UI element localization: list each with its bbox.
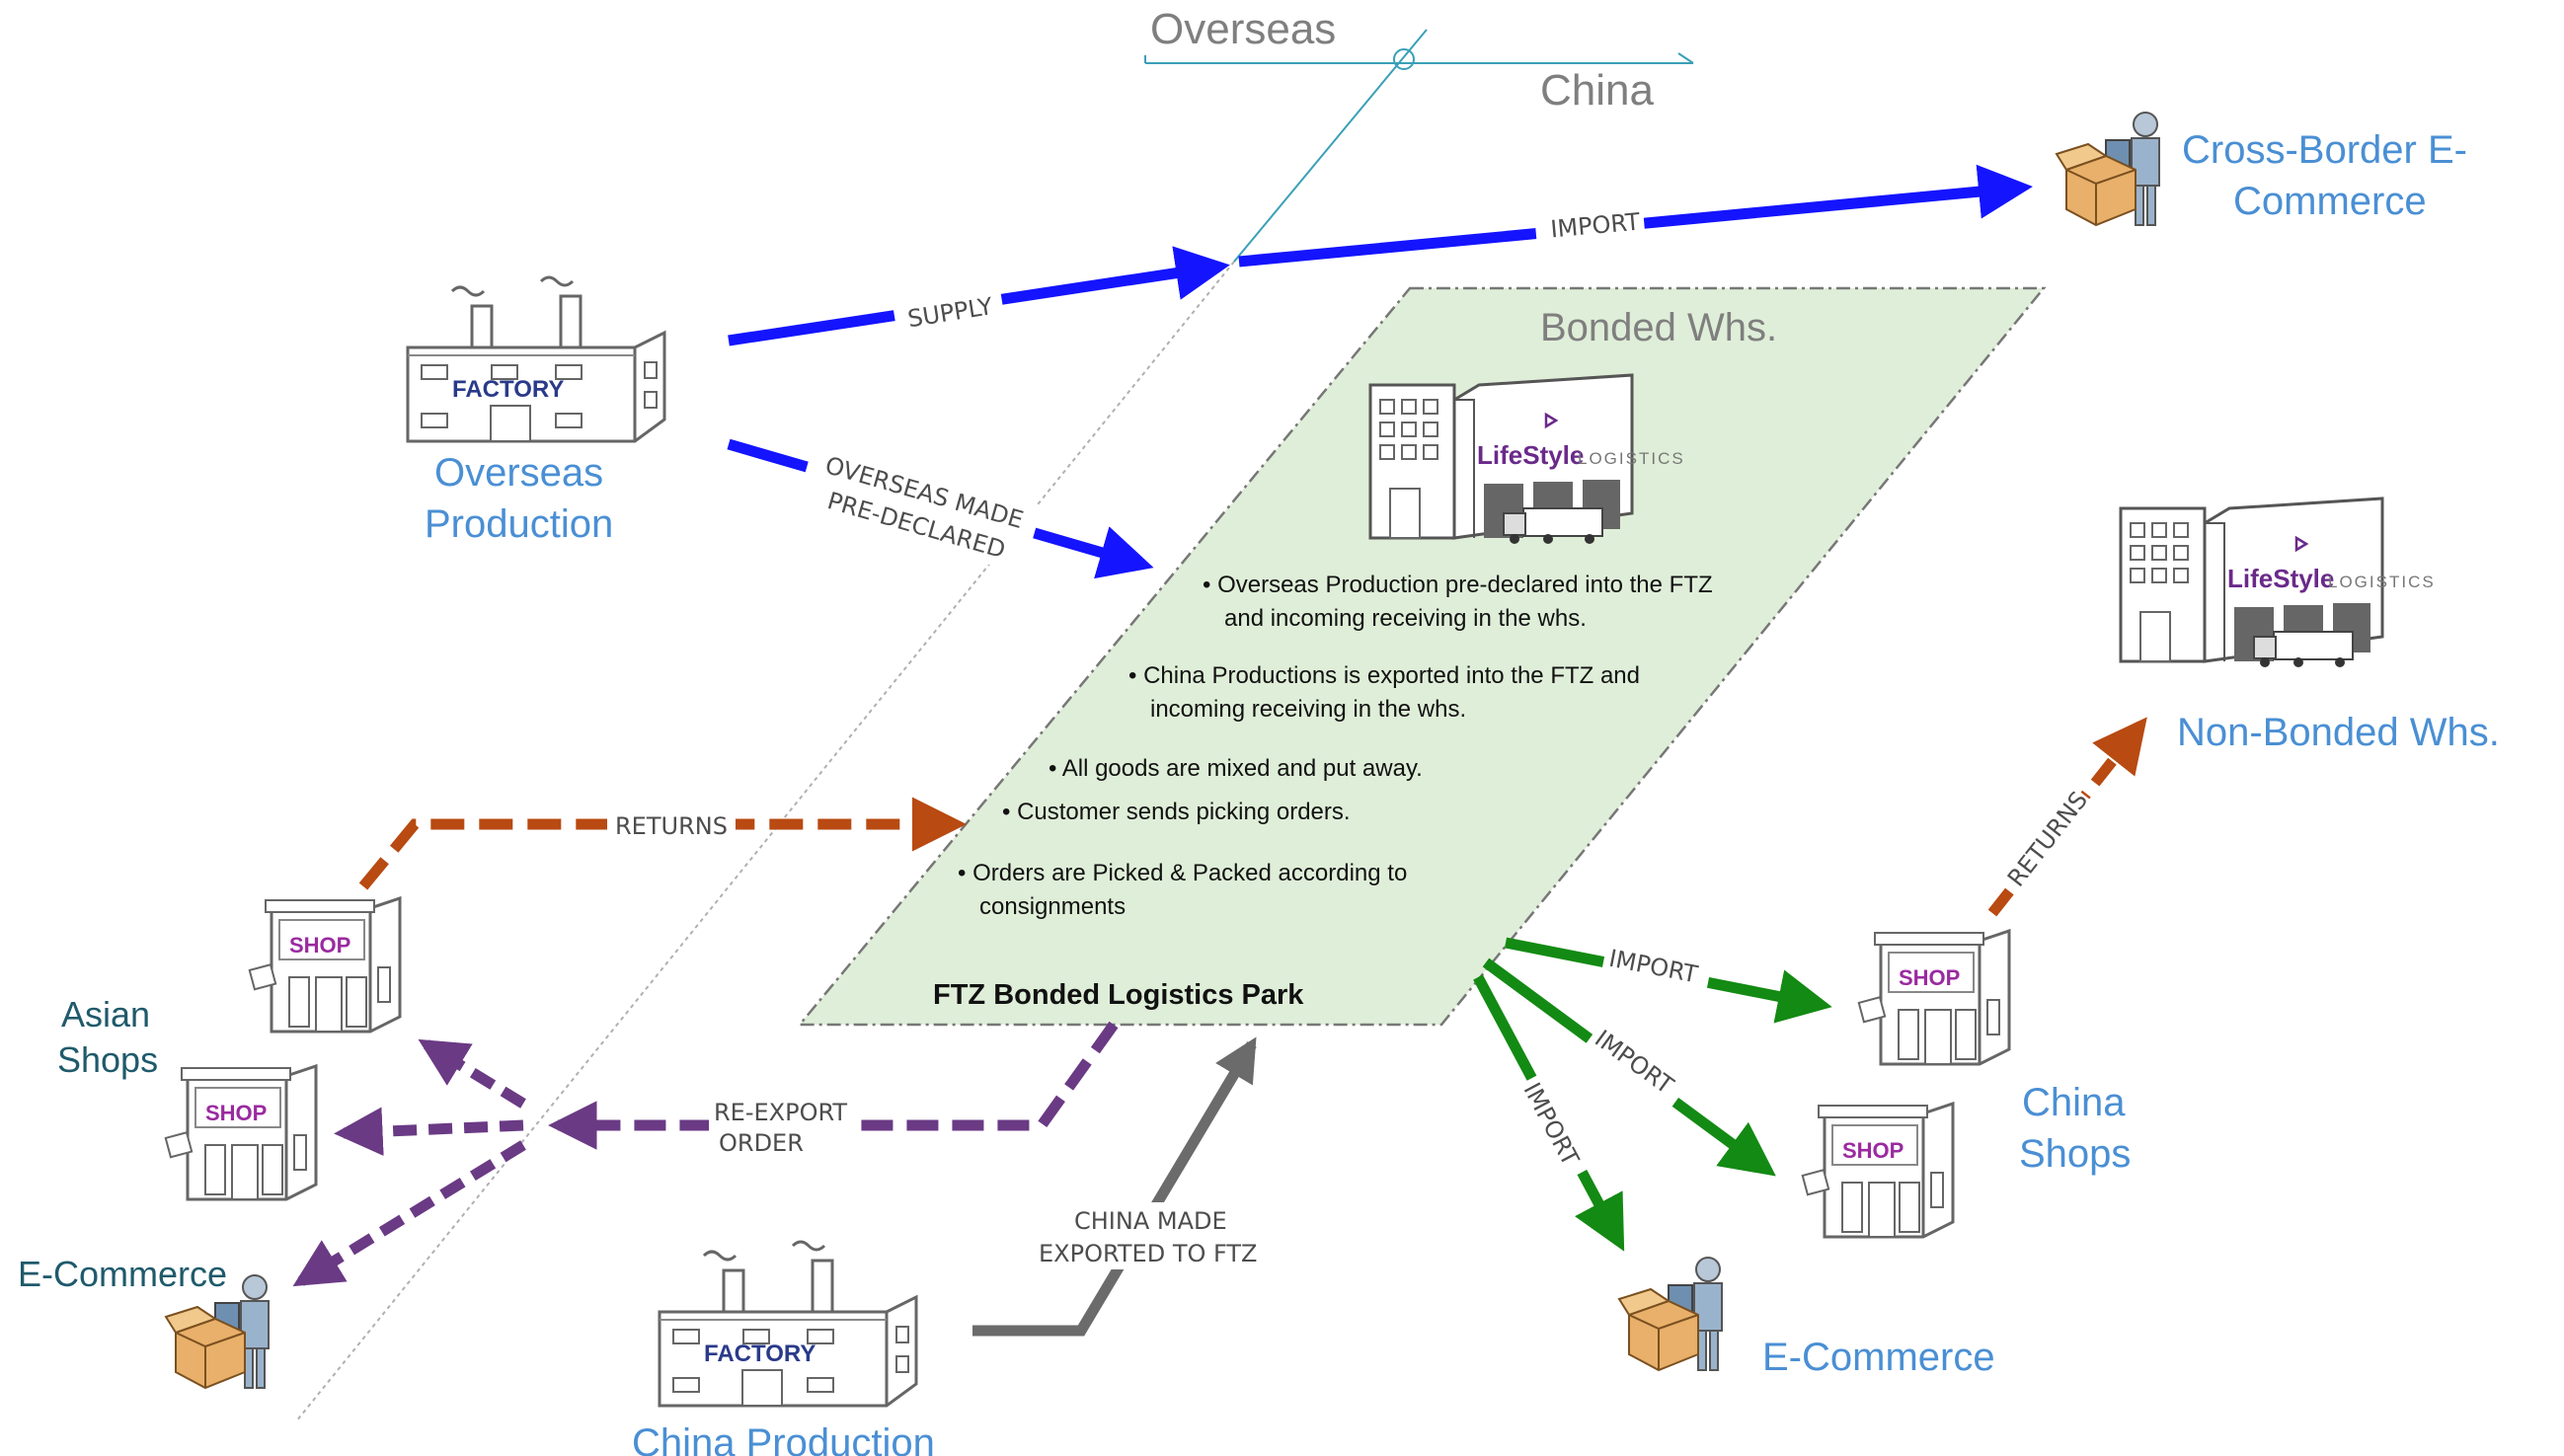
svg-text:SHOP: SHOP <box>205 1101 267 1125</box>
china-made-label-1: CHINA MADE <box>1074 1207 1227 1235</box>
ftz-zone <box>797 286 2047 1027</box>
asian-shops-label-1: Asian <box>61 994 150 1035</box>
svg-text:SHOP: SHOP <box>1842 1138 1904 1163</box>
bullet-3-line-1: • All goods are mixed and put away. <box>1049 755 1423 782</box>
bullet-5-line-2: consignments <box>979 893 1126 920</box>
asian-shop-icon-1: SHOP <box>248 896 402 1034</box>
re-export-to-ecommerce <box>292 1140 526 1287</box>
china-shops-label-2: Shops <box>2019 1132 2131 1176</box>
cross-border-ecommerce-icon <box>2056 112 2160 226</box>
re-export-label-2: ORDER <box>719 1129 804 1157</box>
china-made-arrow <box>972 1036 1257 1337</box>
bullet-1-line-2: and incoming receiving in the whs. <box>1224 605 1587 632</box>
svg-text:FACTORY: FACTORY <box>704 1341 816 1367</box>
bonded-whs-title: Bonded Whs. <box>1540 306 1777 349</box>
returns-left-arrow <box>358 797 967 890</box>
china-shop-icon-2: SHOP <box>1801 1102 1955 1239</box>
overseas-factory-icon: FACTORY <box>406 275 666 443</box>
asian-shops-label-2: Shops <box>57 1039 158 1080</box>
ecommerce-right-label: E-Commerce <box>1762 1336 1995 1379</box>
overseas-production-label-1: Overseas <box>434 451 603 495</box>
cross-border-label-1: Cross-Border E- <box>2182 128 2467 172</box>
svg-text:FACTORY: FACTORY <box>452 376 564 403</box>
china-label: China <box>1540 66 1654 115</box>
non-bonded-label: Non-Bonded Whs. <box>2177 711 2500 754</box>
bullet-2-line-2: incoming receiving in the whs. <box>1150 696 1466 723</box>
asian-shop-icon-2: SHOP <box>164 1064 318 1201</box>
returns-right-label: RETURNS <box>2002 787 2093 892</box>
china-factory-icon: FACTORY <box>658 1240 918 1408</box>
bullet-1-line-1: • Overseas Production pre-declared into … <box>1203 572 1713 598</box>
svg-text:LifeStyle: LifeStyle <box>1477 440 1584 470</box>
non-bonded-warehouse-icon: LifeStyle LOGISTICS <box>2119 497 2436 669</box>
bullet-4-line-1: • Customer sends picking orders. <box>1002 799 1351 825</box>
returns-left-label: RETURNS <box>615 812 728 840</box>
ftz-park-name: FTZ Bonded Logistics Park <box>933 979 1304 1011</box>
bullet-2-line-1: • China Productions is exported into the… <box>1128 662 1640 689</box>
border-line <box>295 29 1694 1422</box>
cross-border-label-2: Commerce <box>2233 180 2427 223</box>
china-production-label: China Production <box>632 1421 935 1456</box>
bonded-warehouse-icon: LifeStyle LOGISTICS <box>1368 373 1685 546</box>
svg-text:LOGISTICS: LOGISTICS <box>2328 573 2436 591</box>
svg-text:SHOP: SHOP <box>1899 965 1960 990</box>
china-shop-icon-1: SHOP <box>1857 929 2011 1066</box>
china-shops-label-1: China <box>2022 1081 2126 1124</box>
ftz-bullet-list: • Overseas Production pre-declared into … <box>958 572 1713 920</box>
re-export-label-1: RE-EXPORT <box>714 1099 847 1126</box>
svg-text:SHOP: SHOP <box>289 933 350 958</box>
svg-text:LOGISTICS: LOGISTICS <box>1578 449 1685 468</box>
bullet-5-line-1: • Orders are Picked & Packed according t… <box>958 860 1407 886</box>
re-export-to-shop-1 <box>418 1038 526 1109</box>
re-export-to-shop-2 <box>334 1107 524 1156</box>
svg-text:LifeStyle: LifeStyle <box>2227 564 2334 593</box>
ecommerce-left-label: E-Commerce <box>18 1254 227 1294</box>
china-made-label-2: EXPORTED TO FTZ <box>1039 1240 1258 1267</box>
overseas-label: Overseas <box>1150 5 1336 53</box>
overseas-production-label-2: Production <box>425 502 613 546</box>
flow-labels: SUPPLY IMPORT OVERSEAS MADE PRE-DECLARED… <box>607 200 2095 1269</box>
china-ecommerce-icon <box>1618 1257 1723 1371</box>
